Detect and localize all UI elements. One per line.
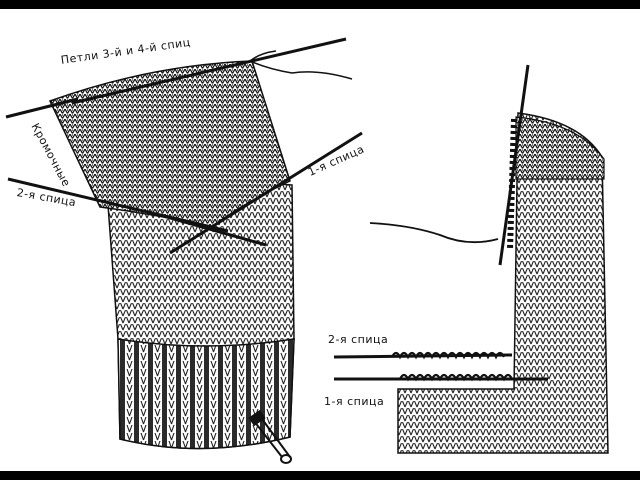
picked-up-stitches	[507, 118, 517, 250]
yarn-tail-top	[249, 60, 353, 80]
ribbing-band	[117, 338, 295, 450]
label-needle-1-right: 1-я спица	[324, 395, 385, 408]
yarn-right	[369, 222, 499, 244]
illustration-canvas: Петли 3-й и 4-й спиц Кромочные 2-я спица…	[0, 9, 640, 471]
foot-body	[397, 112, 609, 454]
needle-2-extension	[159, 213, 267, 247]
safety-pin	[248, 409, 292, 464]
yarn-tail-top-2	[249, 50, 277, 62]
left-figure	[5, 37, 363, 464]
loops-row-lower	[399, 373, 513, 382]
needle-1-left	[169, 131, 363, 255]
heel-cup	[515, 116, 605, 180]
label-needle-2-right: 2-я спица	[328, 333, 389, 346]
needle-vertical	[498, 64, 530, 266]
needle-left-upper	[5, 97, 79, 119]
needle-3-4-top	[71, 37, 347, 105]
right-figure	[333, 64, 609, 454]
knitting-diagram	[5, 37, 609, 464]
loops-row-upper	[391, 351, 505, 360]
